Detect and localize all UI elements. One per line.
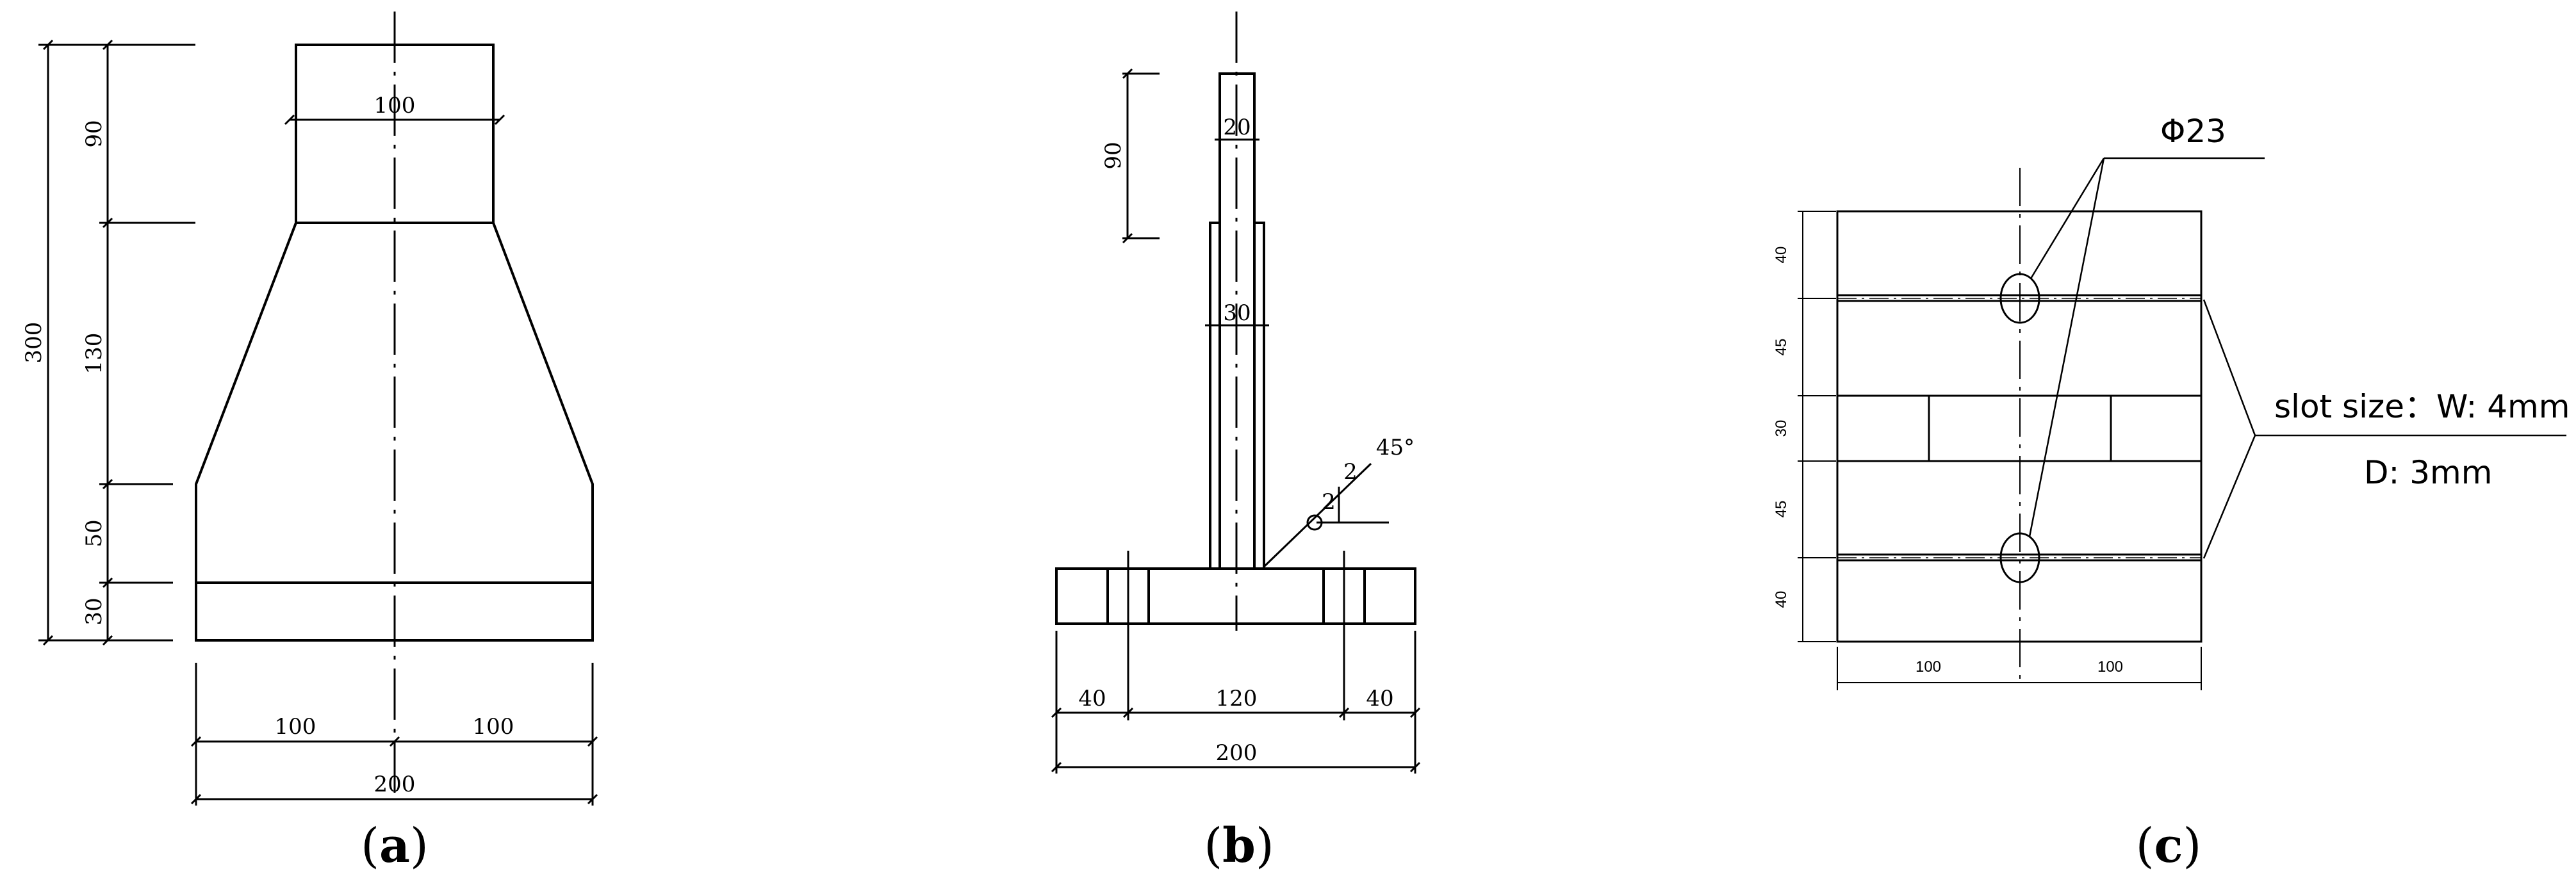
dim-total-height: 300 bbox=[21, 322, 47, 364]
dim-c-height-5: 40 bbox=[1773, 591, 1790, 608]
tick bbox=[284, 114, 295, 126]
outline-taper bbox=[195, 222, 594, 642]
dim-top-width: 100 bbox=[374, 93, 416, 118]
hole-label: Φ23 bbox=[2160, 113, 2226, 150]
tick bbox=[190, 793, 202, 805]
dim-c-width-1: 100 bbox=[1916, 658, 1941, 676]
dim-c-height-1: 40 bbox=[1773, 247, 1790, 264]
dim-base-right: 40 bbox=[1366, 686, 1393, 711]
caption-b: (b) bbox=[1204, 818, 1274, 873]
dim-c-height-3: 30 bbox=[1773, 420, 1790, 437]
tick bbox=[1338, 707, 1350, 718]
dim-half-left: 100 bbox=[275, 714, 316, 740]
hole-bottom bbox=[1999, 532, 2040, 583]
tick bbox=[102, 217, 113, 229]
tick bbox=[42, 39, 54, 51]
tick bbox=[102, 635, 113, 646]
tick bbox=[1409, 761, 1421, 773]
dim-c-width-2: 100 bbox=[2097, 658, 2123, 676]
slot-leader-bottom bbox=[2203, 435, 2256, 559]
dim-half-right: 100 bbox=[473, 714, 514, 740]
figure-b: 20 30 90 2 2 45° 40 120 40 200 bbox=[1051, 12, 1421, 873]
weld-leg-2: 2 bbox=[1343, 459, 1358, 485]
weld-all-around-circle bbox=[1306, 514, 1323, 531]
hole-leader-top bbox=[2030, 158, 2105, 279]
slot-label-2: D: 3mm bbox=[2364, 454, 2492, 491]
tick bbox=[389, 736, 400, 747]
stem-outline bbox=[1218, 72, 1256, 569]
dim-base-total: 200 bbox=[1216, 740, 1258, 766]
tick bbox=[190, 736, 202, 747]
weld-leader bbox=[1263, 462, 1372, 567]
stem-shoulder-right bbox=[1254, 222, 1265, 569]
weld-angle: 45° bbox=[1376, 435, 1415, 460]
base-plate bbox=[1055, 567, 1416, 625]
dim-c-height-4: 45 bbox=[1773, 501, 1790, 518]
hole-top bbox=[1999, 273, 2040, 324]
dim-base-mid: 120 bbox=[1216, 686, 1258, 711]
tick bbox=[102, 478, 113, 490]
caption-c: (c) bbox=[2136, 818, 2202, 873]
tick bbox=[1409, 707, 1421, 718]
dim-base-left: 40 bbox=[1078, 686, 1106, 711]
tick bbox=[1051, 761, 1062, 773]
weld-leg-1: 2 bbox=[1322, 489, 1336, 515]
tick bbox=[494, 114, 505, 126]
tick bbox=[587, 793, 598, 805]
dim-height-1: 90 bbox=[81, 120, 107, 147]
figure-a: 100 300 90 130 50 30 100 100 200 bbox=[21, 12, 598, 873]
tick bbox=[1122, 68, 1133, 79]
dim-height-2: 130 bbox=[81, 333, 107, 375]
stem-shoulder bbox=[1209, 222, 1220, 569]
tick bbox=[587, 736, 598, 747]
tick bbox=[1051, 707, 1062, 718]
dim-c-height-2: 45 bbox=[1773, 339, 1790, 356]
slot-leader-top bbox=[2203, 299, 2256, 436]
tick bbox=[1122, 232, 1133, 244]
dim-height-4: 30 bbox=[81, 597, 107, 625]
figure-c: Φ23 slot size：W: 4mm D: 3mm 40 45 30 45 … bbox=[1773, 113, 2570, 873]
caption-a: (a) bbox=[361, 818, 429, 873]
tick bbox=[42, 635, 54, 646]
outline-top-block bbox=[295, 44, 495, 223]
slot-label-1: slot size：W: 4mm bbox=[2274, 388, 2570, 425]
tick bbox=[102, 39, 113, 51]
dim-height-3: 50 bbox=[81, 519, 107, 547]
tick bbox=[102, 577, 113, 588]
plate-outline bbox=[1836, 210, 2203, 643]
dim-stem-top-width: 20 bbox=[1223, 115, 1251, 140]
hole-leader-bottom bbox=[2028, 158, 2105, 537]
dim-base-width: 200 bbox=[374, 772, 416, 797]
dim-stem-width: 30 bbox=[1223, 300, 1251, 326]
tick bbox=[1122, 707, 1134, 718]
dim-stem-height: 90 bbox=[1101, 142, 1126, 169]
